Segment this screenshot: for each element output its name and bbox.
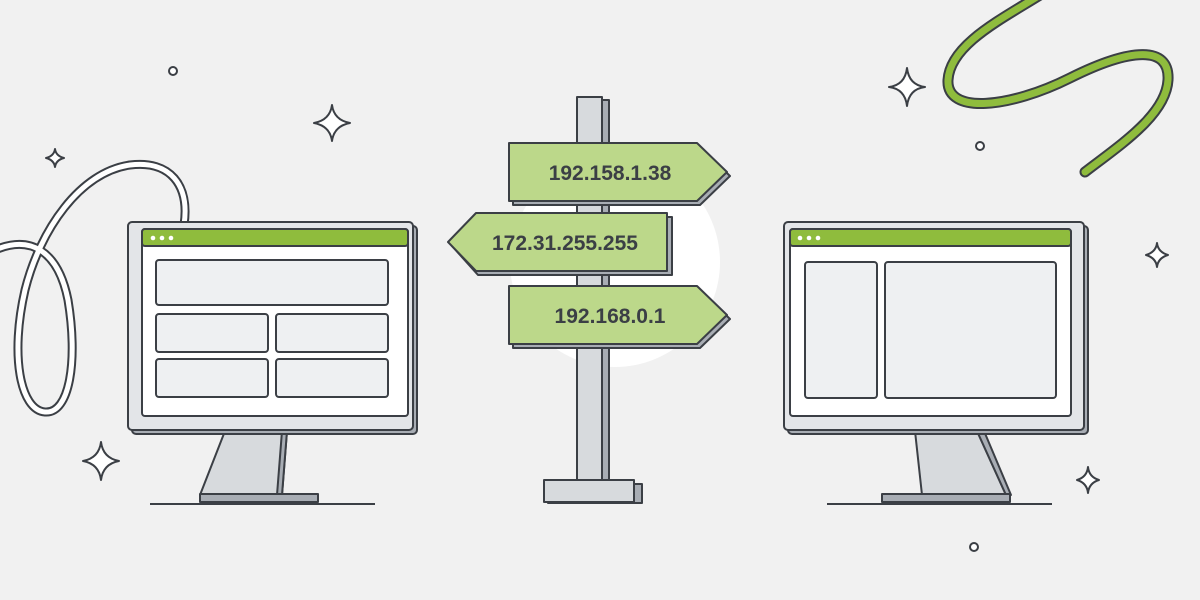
signpost-base: [543, 479, 635, 503]
left-monitor-stand: [199, 430, 288, 496]
right-monitor-titlebar: [789, 228, 1072, 247]
right-monitor-sidebar-block: [804, 261, 878, 399]
left-monitor-grid-block: [155, 313, 269, 353]
window-dot-icon: [806, 235, 812, 241]
right-monitor-content-block: [884, 261, 1057, 399]
sparkle-icon: [82, 441, 120, 481]
right-monitor: [783, 221, 1089, 505]
dot-circle-icon: [975, 141, 985, 151]
left-monitor-grid-block: [275, 313, 389, 353]
right-monitor-base: [881, 493, 1011, 503]
left-monitor-grid-block: [155, 358, 269, 398]
sparkle-icon: [888, 67, 926, 107]
sign-arrow-left: [447, 212, 668, 272]
left-monitor-titlebar: [141, 228, 409, 247]
left-monitor: [127, 221, 418, 505]
window-dot-icon: [168, 235, 174, 241]
window-dot-icon: [159, 235, 165, 241]
sparkle-icon: [313, 104, 351, 142]
signpost: [447, 96, 731, 504]
left-monitor-grid-block: [275, 358, 389, 398]
sign-label: 192.168.0.1: [555, 305, 666, 328]
sign-arrow-right: [508, 142, 728, 202]
window-dot-icon: [797, 235, 803, 241]
window-dot-icon: [815, 235, 821, 241]
sign-label: 192.158.1.38: [549, 162, 672, 185]
sparkle-icon: [1076, 466, 1100, 494]
green-cable-icon: [942, 0, 1174, 178]
window-dot-icon: [150, 235, 156, 241]
dot-circle-icon: [969, 542, 979, 552]
sign-arrow-right: [508, 285, 728, 345]
sparkle-icon: [1145, 242, 1169, 268]
dot-circle-icon: [168, 66, 178, 76]
left-monitor-base: [199, 493, 319, 503]
left-monitor-header-block: [155, 259, 389, 306]
sparkle-icon: [45, 148, 65, 168]
gray-cable-icon: [0, 159, 190, 417]
sign-label: 172.31.255.255: [492, 232, 638, 255]
